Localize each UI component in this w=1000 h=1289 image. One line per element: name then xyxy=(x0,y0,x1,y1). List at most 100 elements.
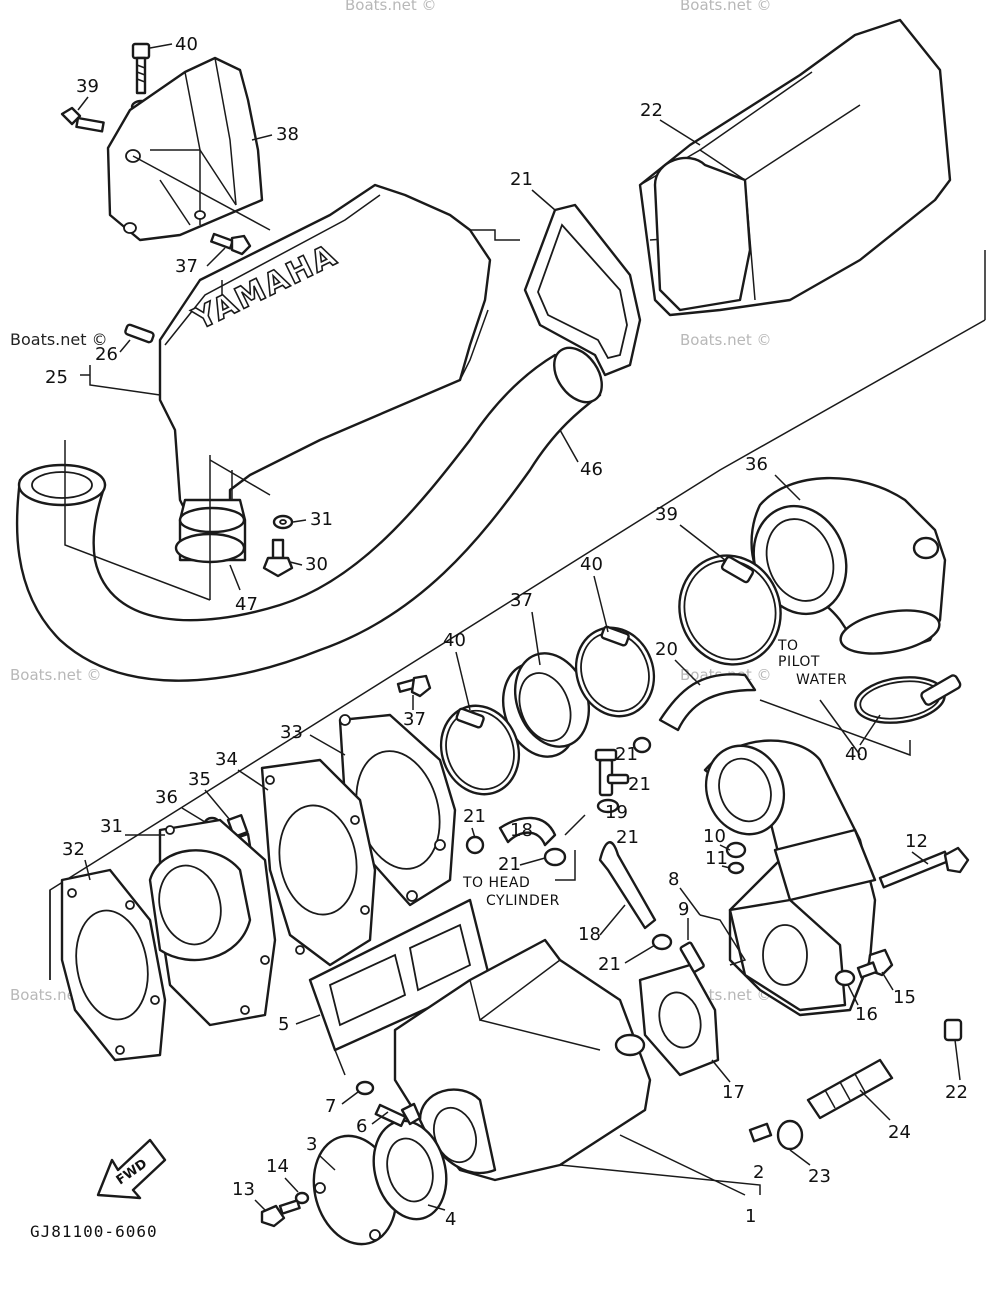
part-26-stud xyxy=(124,323,155,344)
callout-1: 1 xyxy=(745,1206,756,1227)
callout-3: 3 xyxy=(306,1134,317,1155)
part-21-clip xyxy=(632,736,652,754)
callout-26: 26 xyxy=(95,344,118,365)
callout-18: 18 xyxy=(510,820,533,841)
callout-22: 22 xyxy=(945,1082,968,1103)
callout-17: 17 xyxy=(722,1082,745,1103)
part-18-hose xyxy=(498,816,557,847)
part-46-hose xyxy=(15,346,603,682)
callout-21: 21 xyxy=(463,806,486,827)
callout-6: 6 xyxy=(356,1116,367,1137)
part-44-bolt xyxy=(60,106,105,133)
part-11-washer xyxy=(727,861,745,875)
callout-33: 33 xyxy=(280,722,303,743)
note-line: TO xyxy=(777,638,799,654)
leader-lines-upper xyxy=(209,229,520,496)
part-6-bolt xyxy=(374,1102,422,1128)
part-2-bolt xyxy=(748,1122,773,1143)
callout-5: 5 xyxy=(278,1014,289,1035)
callout-42: 38 xyxy=(276,124,299,145)
watermark: Boats.net © xyxy=(345,0,437,14)
callout-47: 47 xyxy=(235,594,258,615)
part-13-bolt xyxy=(260,1199,301,1228)
part-19-fitting xyxy=(594,748,630,797)
part-27-muffler xyxy=(638,18,952,317)
callout-12: 12 xyxy=(905,831,928,852)
part-31-flange xyxy=(148,818,277,1027)
note-line: CYLINDER xyxy=(486,893,560,909)
part-17-gasket xyxy=(638,963,720,1077)
part-40-clamp xyxy=(854,674,962,724)
part-25-exhaust-chamber: YAMAHA xyxy=(158,183,492,564)
part-9-fitting xyxy=(679,941,705,973)
callout-41: 40 xyxy=(443,630,466,651)
part-40-clamp xyxy=(678,554,782,666)
part-15-bolt xyxy=(856,948,894,979)
callout-44: 39 xyxy=(76,76,99,97)
part-18-hose xyxy=(598,841,657,930)
part-34-gasket xyxy=(260,758,377,967)
part-7-washer xyxy=(355,1080,375,1096)
callout-10: 10 xyxy=(703,826,726,847)
part-10-bolt xyxy=(725,841,747,859)
callout-39: 37 xyxy=(510,590,533,611)
callout-36: 36 xyxy=(155,787,178,808)
note-to-pilot-water: TO PILOT WATER xyxy=(777,638,847,688)
part-5-gasket xyxy=(308,898,492,1052)
diagram-code: GJ81100-6060 xyxy=(30,1222,158,1241)
callout-24: 24 xyxy=(888,1122,911,1143)
callout-31: 31 xyxy=(100,816,123,837)
callout-43: 37 xyxy=(175,256,198,277)
callout-20: 20 xyxy=(655,639,678,660)
part-21-clip xyxy=(543,847,567,867)
callout-7: 7 xyxy=(325,1096,336,1117)
part-41-clamp xyxy=(439,704,521,796)
leader-lines-lower xyxy=(334,699,911,1196)
part-28-gasket xyxy=(523,203,642,377)
callout-18: 18 xyxy=(578,924,601,945)
callout-23: 23 xyxy=(808,1166,831,1187)
part-12-bolt xyxy=(878,846,970,889)
watermark: Boats.net © xyxy=(10,666,102,684)
callout-45: 40 xyxy=(175,34,198,55)
callout-34: 34 xyxy=(215,749,238,770)
part-22-pin xyxy=(943,1018,963,1042)
callout-21: 21 xyxy=(615,744,638,765)
part-21-clip xyxy=(465,835,485,855)
callout-38: 36 xyxy=(745,454,768,475)
callout-16: 16 xyxy=(855,1004,878,1025)
watermark: Boats.net © xyxy=(680,0,772,14)
assembly-boundary-lines xyxy=(49,250,986,980)
callout-labels: 40 39 38 37 22 21 26 25 46 31 30 47 36 3… xyxy=(45,34,968,1230)
part-29-bolt xyxy=(262,538,294,578)
part-39-sleeve xyxy=(502,652,590,758)
part-24-nipple xyxy=(806,1058,894,1120)
callout-27: 22 xyxy=(640,100,663,121)
part-16-washer xyxy=(834,969,856,987)
callout-21: 21 xyxy=(498,854,521,875)
note-line: PILOT xyxy=(778,654,820,670)
part-32-gasket xyxy=(60,868,167,1062)
part-33-gasket xyxy=(338,713,457,907)
part-23-clip xyxy=(776,1119,804,1151)
callout-14: 14 xyxy=(266,1156,289,1177)
part-30-washer xyxy=(272,514,294,530)
part-43-bolt xyxy=(210,232,252,256)
note-line: WATER xyxy=(796,672,847,688)
part-41-clamp xyxy=(574,625,656,718)
callout-32: 32 xyxy=(62,839,85,860)
callout-21: 21 xyxy=(628,774,651,795)
watermark: Boats.net © xyxy=(10,330,108,349)
part-21-clip xyxy=(651,933,673,951)
callout-29: 30 xyxy=(305,554,328,575)
callout-35: 35 xyxy=(188,769,211,790)
callout-21: 21 xyxy=(616,827,639,848)
callout-11: 11 xyxy=(705,848,728,869)
callout-46: 46 xyxy=(580,459,603,480)
callout-30: 31 xyxy=(310,509,333,530)
callout-19: 19 xyxy=(605,802,628,823)
watermark: Boats.net © xyxy=(680,331,772,349)
part-42-bracket xyxy=(106,56,271,242)
callout-9: 9 xyxy=(678,899,689,920)
